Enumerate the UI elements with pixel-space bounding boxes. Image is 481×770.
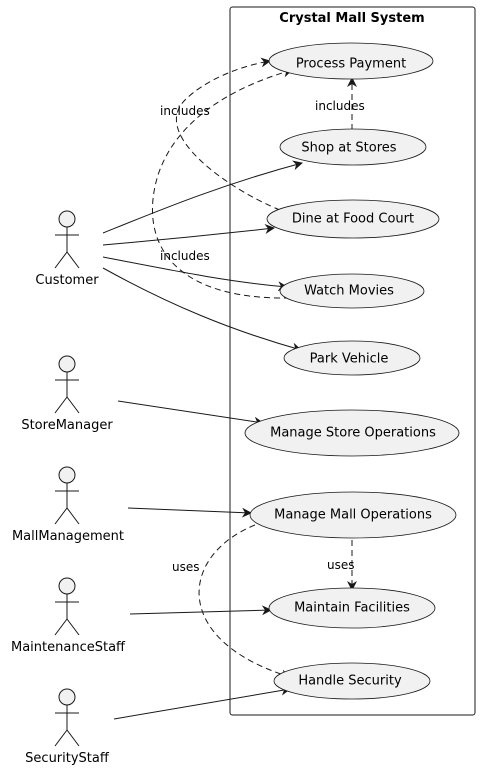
use-case-handle-security[interactable]: Handle Security (273, 662, 431, 700)
label-watch-includes: includes (160, 249, 210, 263)
use-case-shape (273, 662, 431, 700)
system-title: Crystal Mall System (279, 11, 424, 26)
edge-manage-mall-operations-handle-security (198, 524, 291, 680)
use-case-shape (279, 128, 427, 166)
actor-label: MallManagement (12, 529, 124, 544)
use-case-shape (283, 340, 421, 376)
label-dine-includes: includes (160, 104, 210, 118)
use-case-shape (268, 42, 434, 80)
use-case-label: Process Payment (296, 57, 406, 72)
actor-label: MaintenanceStaff (11, 640, 126, 655)
edge-security-staff-handle-security (113, 685, 291, 720)
association-edges (102, 160, 303, 720)
stick-figure-icon (54, 466, 80, 525)
use-case-label: Maintain Facilities (294, 601, 410, 616)
label-shop-includes: includes (315, 99, 365, 113)
use-case-park-vehicle[interactable]: Park Vehicle (283, 340, 421, 376)
edge-dine-at-food-court-process-payment (176, 57, 281, 211)
stick-figure-icon (54, 355, 80, 414)
label-maintain-uses: uses (327, 558, 355, 572)
use-case-manage-mall-operations[interactable]: Manage Mall Operations (249, 491, 457, 539)
use-case-label: Handle Security (298, 674, 402, 689)
edge-maintenance-staff-maintain-facilities (129, 605, 272, 616)
actor-maintenance-staff[interactable]: MaintenanceStaff (11, 577, 126, 655)
actor-security-staff[interactable]: SecurityStaff (25, 688, 110, 766)
use-case-maintain-facilities[interactable]: Maintain Facilities (268, 587, 436, 629)
use-case-dine-at-food-court[interactable]: Dine at Food Court (266, 199, 440, 239)
edge-customer-watch-movies (102, 256, 288, 292)
use-case-label: Watch Movies (304, 284, 394, 299)
system-boundary: Crystal Mall System (229, 6, 476, 716)
use-case-shape (249, 491, 457, 539)
edge-store-manager-manage-store-operations (117, 400, 264, 427)
actor-mall-management[interactable]: MallManagement (12, 466, 124, 544)
use-case-shop-at-stores[interactable]: Shop at Stores (279, 128, 427, 166)
actor-label: SecurityStaff (25, 751, 110, 766)
edge-watch-movies-process-payment (151, 67, 293, 299)
use-case-shape (279, 273, 425, 309)
actor-customer[interactable]: Customer (35, 210, 99, 288)
actor-store-manager[interactable]: StoreManager (21, 355, 113, 433)
stick-figure-icon (54, 210, 80, 269)
use-case-process-payment[interactable]: Process Payment (268, 42, 434, 80)
stick-figure-icon (54, 688, 80, 747)
use-case-watch-movies[interactable]: Watch Movies (279, 273, 425, 309)
use-cases: Process Payment Shop at Stores Dine at F… (244, 42, 460, 700)
actor-label: Customer (35, 273, 99, 288)
use-case-label: Manage Mall Operations (274, 508, 432, 523)
use-case-shape (268, 587, 436, 629)
dependency-edges (151, 57, 357, 680)
use-case-label: Manage Store Operations (270, 426, 436, 441)
actors: Customer StoreManager MallManagement (11, 210, 126, 766)
edge-mall-management-manage-mall-operations (127, 507, 252, 518)
edge-customer-shop-at-stores (102, 160, 303, 234)
edge-customer-park-vehicle (102, 267, 302, 353)
use-case-shape (266, 199, 440, 239)
actor-label: StoreManager (21, 418, 113, 433)
use-case-label: Dine at Food Court (292, 212, 414, 227)
edge-labels: includes includes includes uses uses (160, 99, 365, 574)
edge-customer-dine-at-food-court (102, 224, 275, 246)
use-case-label: Shop at Stores (301, 141, 396, 156)
label-security-uses: uses (172, 560, 200, 574)
stick-figure-icon (54, 577, 80, 636)
system-boundary-frame (229, 6, 476, 716)
use-case-manage-store-operations[interactable]: Manage Store Operations (244, 409, 460, 457)
use-case-shape (244, 409, 460, 457)
use-case-label: Park Vehicle (310, 352, 389, 367)
